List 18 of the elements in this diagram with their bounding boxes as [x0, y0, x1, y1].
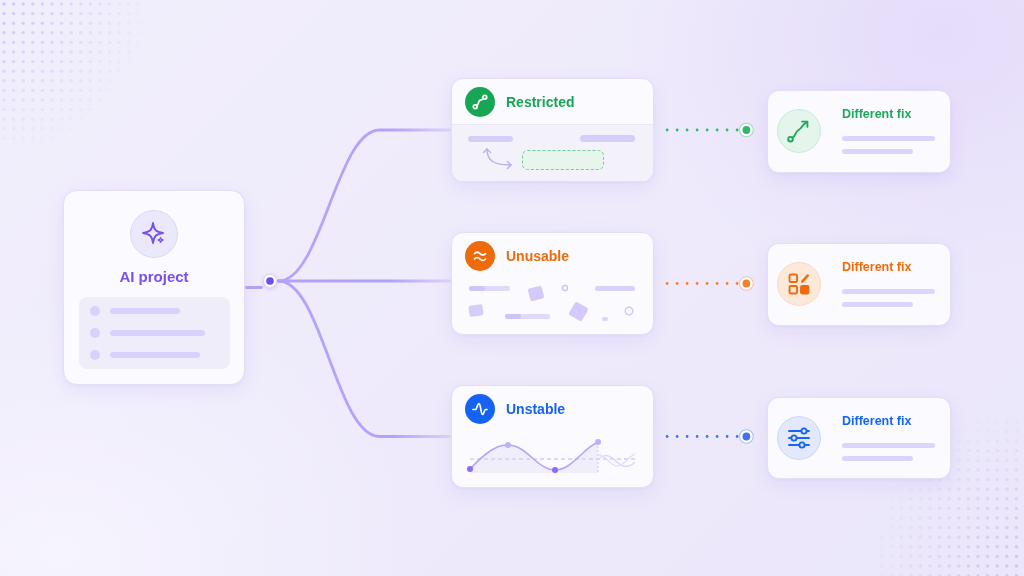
connector [245, 286, 263, 289]
solution-card [767, 90, 951, 173]
card-title: Unusable [506, 246, 569, 265]
problem-card [451, 78, 654, 182]
source-card [63, 190, 245, 385]
card-title: Different fix [842, 106, 913, 122]
junction-dot [263, 274, 277, 288]
card-title: Different fix [842, 259, 913, 275]
solution-card [767, 397, 951, 479]
problem-card [451, 232, 654, 335]
connector [277, 128, 451, 283]
connector [277, 279, 451, 438]
card-title: Different fix [842, 413, 913, 429]
card-title: AI project [119, 267, 189, 287]
card-title: Restricted [506, 92, 575, 111]
problem-card [451, 385, 654, 488]
solution-card [767, 243, 951, 326]
card-title: Unstable [506, 399, 566, 418]
